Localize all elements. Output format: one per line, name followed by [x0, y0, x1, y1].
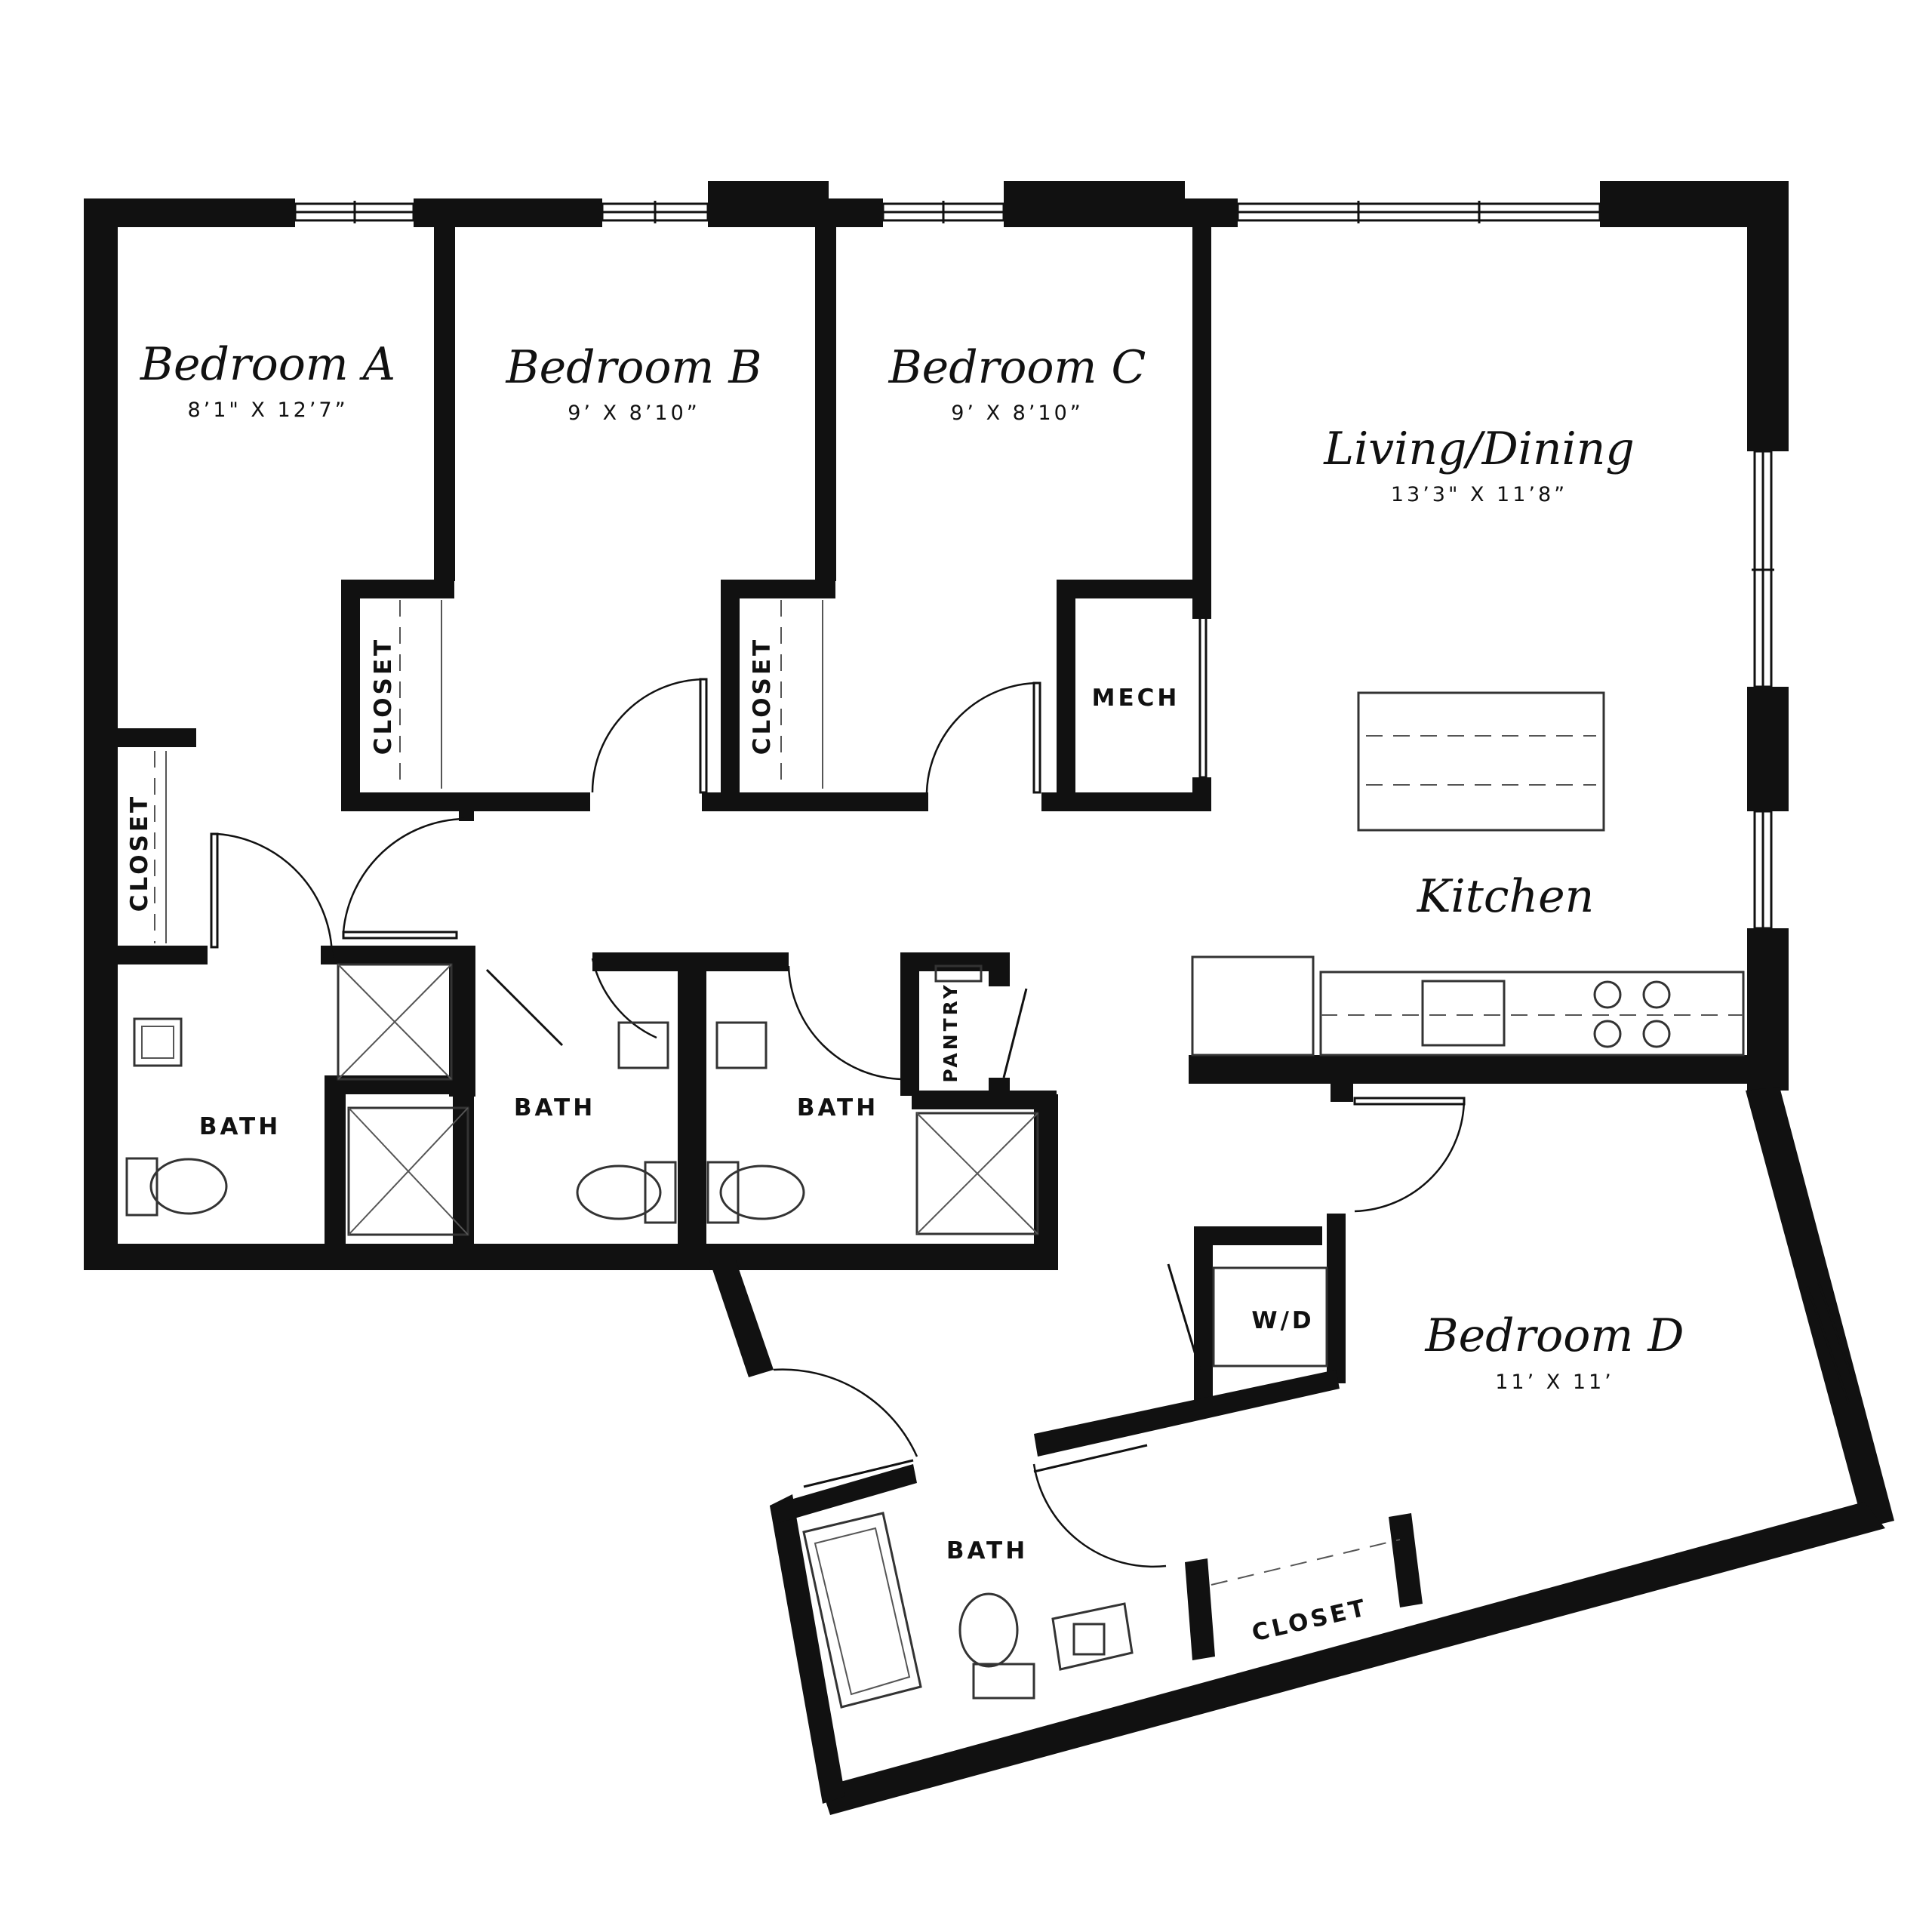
wd-label: W/D	[1251, 1307, 1314, 1334]
bath-4-label: BATH	[946, 1537, 1028, 1564]
bath-1-label: BATH	[199, 1113, 281, 1140]
closet-a-label: CLOSET	[126, 794, 153, 912]
closet-d-label: CLOSET	[1250, 1594, 1371, 1647]
windows	[294, 201, 1862, 1404]
bedroom-d-dims: 11’ X 11’	[1495, 1371, 1614, 1394]
interior-walls	[117, 226, 1211, 1245]
mech-label: MECH	[1092, 685, 1180, 712]
bedroom-c-name: Bedroom C	[888, 341, 1146, 394]
fixtures	[125, 600, 1745, 1709]
closet-c-label: CLOSET	[749, 637, 776, 755]
living-dining-name: Living/Dining	[1323, 423, 1635, 475]
bedroom-a-name: Bedroom A	[140, 338, 395, 391]
kitchen-name: Kitchen	[1417, 870, 1595, 923]
bath-2-label: BATH	[514, 1094, 595, 1121]
doors	[210, 602, 1466, 1568]
bedroom-d-name: Bedroom D	[1424, 1309, 1684, 1362]
pantry-label: PANTRY	[940, 982, 961, 1082]
bedroom-c-dims: 9’ X 8’10”	[951, 401, 1084, 425]
bedroom-b-name: Bedroom B	[506, 341, 762, 394]
walls	[84, 181, 1894, 1815]
bath-3-label: BATH	[797, 1094, 878, 1121]
living-dining-dims: 13’3" X 11’8”	[1391, 483, 1567, 506]
bedroom-b-dims: 9’ X 8’10”	[568, 401, 700, 425]
bedroom-a-dims: 8’1" X 12’7”	[187, 398, 348, 422]
closet-b-label: CLOSET	[370, 637, 397, 755]
